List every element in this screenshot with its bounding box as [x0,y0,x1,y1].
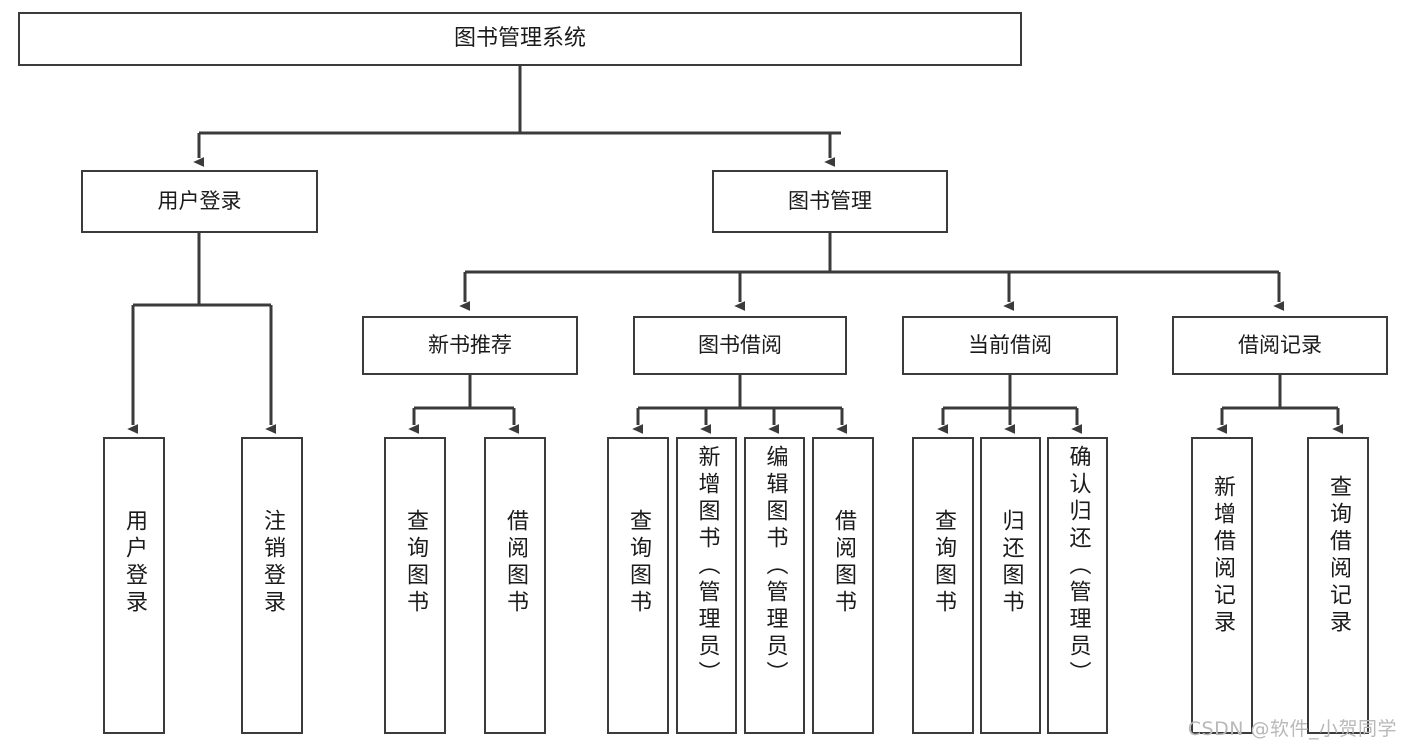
node-label: 查询图书 [403,509,428,617]
node-current-borrow[interactable]: 当前借阅 [902,316,1118,375]
node-user-login[interactable]: 用户登录 [81,170,318,233]
node-label: 借阅图书 [831,509,856,617]
node-label: 注销登录 [260,509,285,617]
leaf-borrow-books-recommend[interactable]: 借阅图书 [484,437,546,734]
node-label: 新增借阅记录 [1210,475,1235,637]
node-borrow-records[interactable]: 借阅记录 [1172,316,1388,375]
node-label: 图书借阅 [698,333,782,358]
node-label: 新书推荐 [428,333,512,358]
leaf-return-books[interactable]: 归还图书 [980,437,1041,734]
node-label: 图书管理 [788,189,872,214]
node-root-system[interactable]: 图书管理系统 [18,12,1022,66]
leaf-logout[interactable]: 注销登录 [241,437,303,734]
node-label: 查询借阅记录 [1326,475,1351,637]
node-label: 确认归还（管理员） [1065,445,1091,688]
leaf-edit-book-admin[interactable]: 编辑图书（管理员） [744,437,805,734]
leaf-query-books-borrow[interactable]: 查询图书 [607,437,669,734]
node-label: 查询图书 [626,509,651,617]
node-label: 新增图书（管理员） [694,445,720,688]
leaf-query-borrow-record[interactable]: 查询借阅记录 [1307,437,1369,734]
node-label: 查询图书 [931,509,956,617]
node-book-management[interactable]: 图书管理 [712,170,948,233]
leaf-query-books-current[interactable]: 查询图书 [912,437,974,734]
node-label: 借阅图书 [503,509,528,617]
node-label: 当前借阅 [968,333,1052,358]
node-label: 归还图书 [998,509,1024,617]
leaf-user-login[interactable]: 用户登录 [103,437,165,734]
node-label: 编辑图书（管理员） [762,445,788,688]
leaf-borrow-books-borrow[interactable]: 借阅图书 [812,437,874,734]
node-label: 用户登录 [157,189,242,214]
node-book-borrow[interactable]: 图书借阅 [633,316,847,375]
node-new-book-recommend[interactable]: 新书推荐 [362,316,578,375]
leaf-query-books-recommend[interactable]: 查询图书 [384,437,446,734]
node-label: 借阅记录 [1238,333,1322,358]
leaf-add-book-admin[interactable]: 新增图书（管理员） [676,437,737,734]
watermark: CSDN @软件_小贺同学 [1187,718,1397,740]
node-label: 图书管理系统 [453,26,586,52]
leaf-confirm-return-admin[interactable]: 确认归还（管理员） [1047,437,1108,734]
leaf-add-borrow-record[interactable]: 新增借阅记录 [1191,437,1253,734]
node-label: 用户登录 [122,509,147,617]
